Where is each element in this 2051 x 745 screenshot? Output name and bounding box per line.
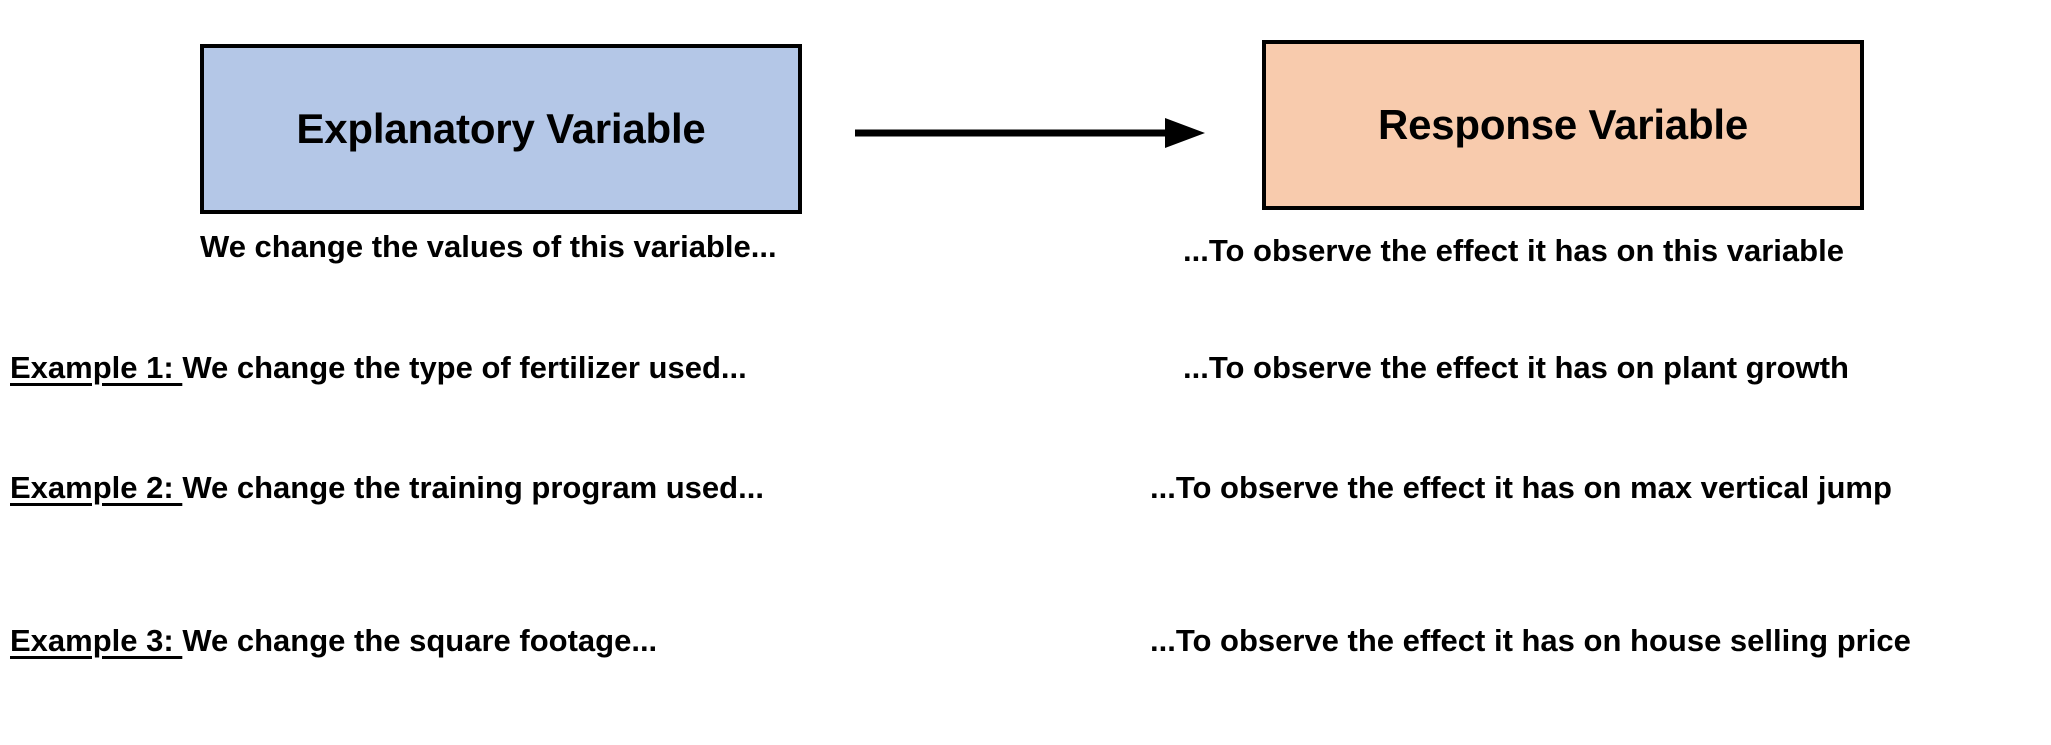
example-row: Example 3: We change the square footage.… xyxy=(0,625,2051,669)
example-2-right: ...To observe the effect it has on max v… xyxy=(1150,470,1892,505)
example-1-tag: Example 1: xyxy=(10,350,183,385)
flow-arrow-icon xyxy=(855,108,1205,158)
response-caption: ...To observe the effect it has on this … xyxy=(1183,233,1844,268)
example-2-tag: Example 2: xyxy=(10,470,183,505)
example-3-left: Example 3: We change the square footage.… xyxy=(10,625,657,656)
example-2-left: Example 2: We change the training progra… xyxy=(10,472,764,503)
example-1-left-text: We change the type of fertilizer used... xyxy=(182,350,747,385)
example-3-left-text: We change the square footage... xyxy=(182,623,658,658)
response-variable-box: Response Variable xyxy=(1262,40,1864,210)
example-1-right: ...To observe the effect it has on plant… xyxy=(1183,350,1849,385)
explanatory-variable-label: Explanatory Variable xyxy=(296,105,706,152)
response-variable-label: Response Variable xyxy=(1377,101,1749,148)
example-3-tag: Example 3: xyxy=(10,623,183,658)
explanatory-variable-box: Explanatory Variable xyxy=(200,44,802,214)
example-2-left-text: We change the training program used... xyxy=(182,470,764,505)
explanatory-caption: We change the values of this variable... xyxy=(200,229,777,264)
example-row: Example 1: We change the type of fertili… xyxy=(0,352,2051,396)
arrow-right-icon xyxy=(855,118,1205,148)
example-row: Example 2: We change the training progra… xyxy=(0,472,2051,516)
example-1-left: Example 1: We change the type of fertili… xyxy=(10,352,747,383)
example-3-right: ...To observe the effect it has on house… xyxy=(1150,623,1911,658)
